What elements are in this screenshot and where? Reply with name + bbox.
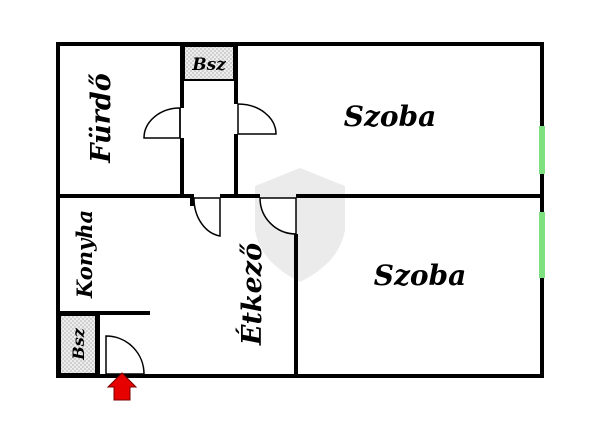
- window-top: [539, 126, 545, 174]
- door-room-top: [237, 103, 277, 135]
- label-room-top: Szoba: [344, 100, 437, 133]
- door-room-bottom: [259, 197, 297, 235]
- closet-bottom-box: [59, 314, 97, 375]
- label-room-bottom: Szoba: [374, 259, 467, 292]
- entrance-arrow-icon: [106, 372, 138, 401]
- label-dining: Étkező: [235, 243, 268, 346]
- label-bathroom: Fürdő: [86, 73, 117, 163]
- label-kitchen: Konyha: [72, 210, 97, 299]
- door-corridor: [193, 197, 221, 237]
- label-closet-bottom: Bsz: [69, 327, 88, 361]
- door-bathroom: [143, 107, 181, 139]
- watermark-logo: [255, 168, 345, 282]
- interior-walls: [56, 42, 544, 378]
- closet-top-box: [183, 45, 235, 81]
- label-closet-top: Bsz: [191, 55, 226, 75]
- door-entrance: [105, 335, 145, 375]
- window-bottom: [539, 212, 545, 278]
- outer-walls: [56, 42, 544, 378]
